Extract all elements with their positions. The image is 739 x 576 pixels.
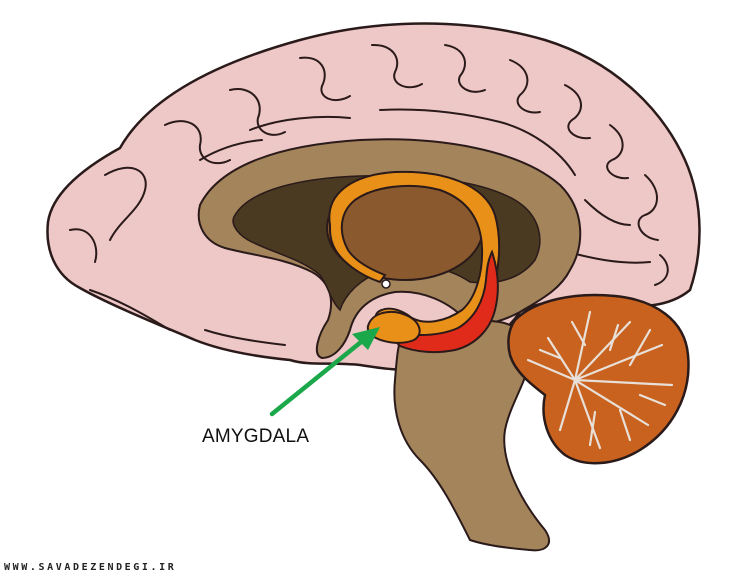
arbor-vitae xyxy=(526,310,674,450)
limbic-arc xyxy=(328,170,501,340)
watermark: WWW.SAVADEZENDEGI.IR xyxy=(4,562,177,573)
cerebellum xyxy=(507,293,690,465)
amygdala-label: AMYGDALA xyxy=(202,426,310,447)
cortex-sulci xyxy=(69,43,669,346)
pointer-arrow xyxy=(269,327,380,417)
pineal-dot xyxy=(381,279,391,289)
